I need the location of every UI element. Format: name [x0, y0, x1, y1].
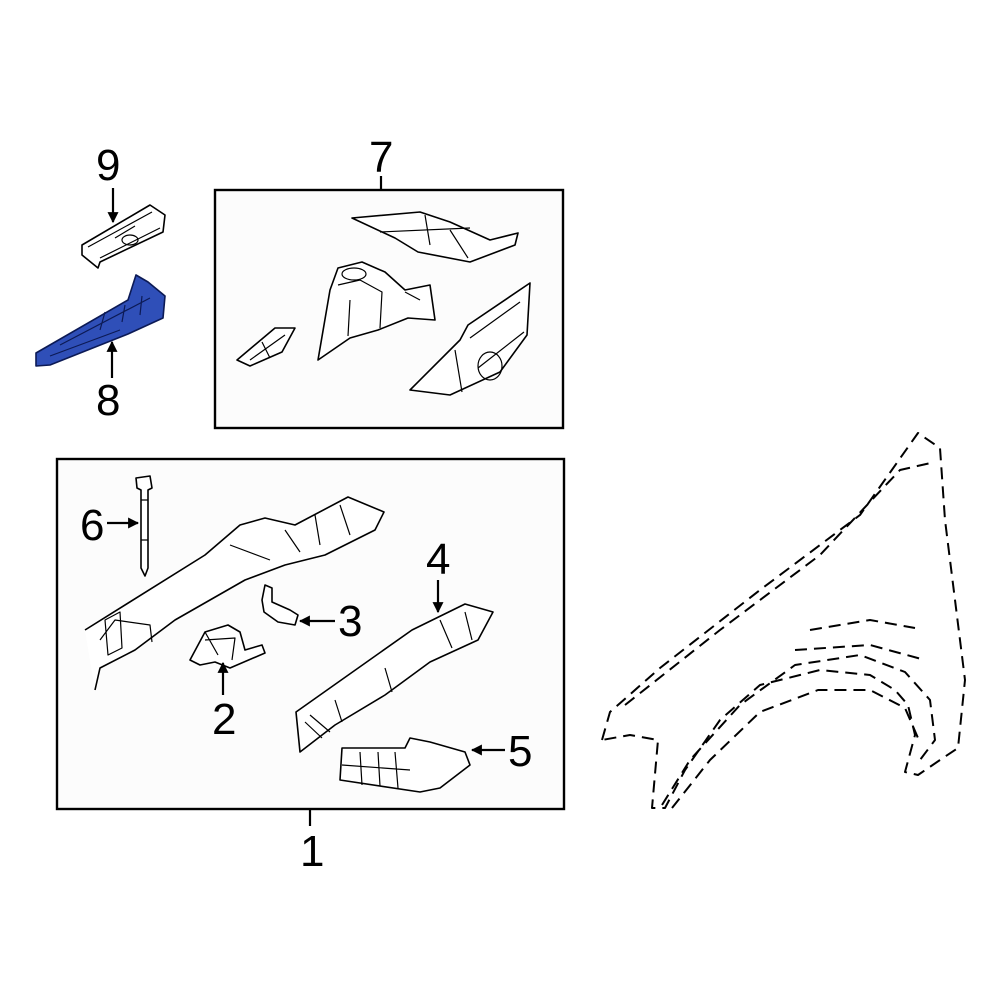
callout-5[interactable]: 5 — [508, 727, 532, 776]
callout-8[interactable]: 8 — [96, 376, 120, 425]
callout-3[interactable]: 3 — [338, 597, 362, 646]
part-7-wheelhouse — [409, 282, 531, 396]
part-7-upper-panel — [351, 211, 519, 263]
part-2-bracket[interactable] — [189, 624, 266, 669]
fender-outline — [601, 432, 966, 809]
part-7-apron — [317, 261, 436, 361]
callout-4[interactable]: 4 — [426, 535, 450, 584]
callout-9[interactable]: 9 — [96, 141, 120, 190]
part-8-rail-extension[interactable] — [35, 274, 166, 367]
part-7-small-bracket — [236, 327, 296, 367]
callout-6[interactable]: 6 — [80, 501, 104, 550]
part-9-bracket[interactable] — [81, 204, 166, 269]
part-4-rail[interactable] — [295, 603, 494, 753]
part-6-stud[interactable] — [135, 475, 153, 577]
callout-1[interactable]: 1 — [300, 827, 324, 876]
part-5-extension[interactable] — [339, 737, 471, 793]
callout-7[interactable]: 7 — [369, 133, 393, 182]
callout-2[interactable]: 2 — [212, 695, 236, 744]
part-1-front-rail — [84, 496, 385, 691]
part-3-bracket[interactable] — [261, 584, 299, 626]
